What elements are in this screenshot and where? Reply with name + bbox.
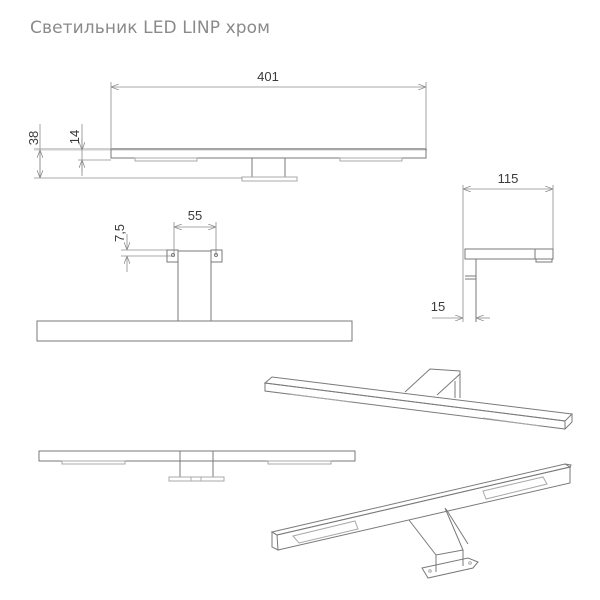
product-title: Светильник LED LINP хром (30, 18, 271, 38)
dim-bracket-width: 55 (188, 208, 202, 223)
front-view-bottom (38, 450, 356, 482)
dim-bracket-offset: 7,5 (112, 224, 127, 242)
dim-length: 401 (257, 69, 279, 84)
dim-arm-width: 15 (431, 299, 445, 314)
front-view-top: 401 38 14 (26, 69, 427, 182)
side-view: 115 15 (431, 171, 554, 322)
isometric-view-top (263, 368, 574, 430)
dim-depth: 115 (498, 171, 519, 186)
top-view: 55 7,5 (36, 208, 353, 342)
dim-height-bar: 14 (67, 130, 82, 144)
isometric-view-bottom (270, 463, 572, 579)
dim-height-total: 38 (26, 131, 41, 145)
